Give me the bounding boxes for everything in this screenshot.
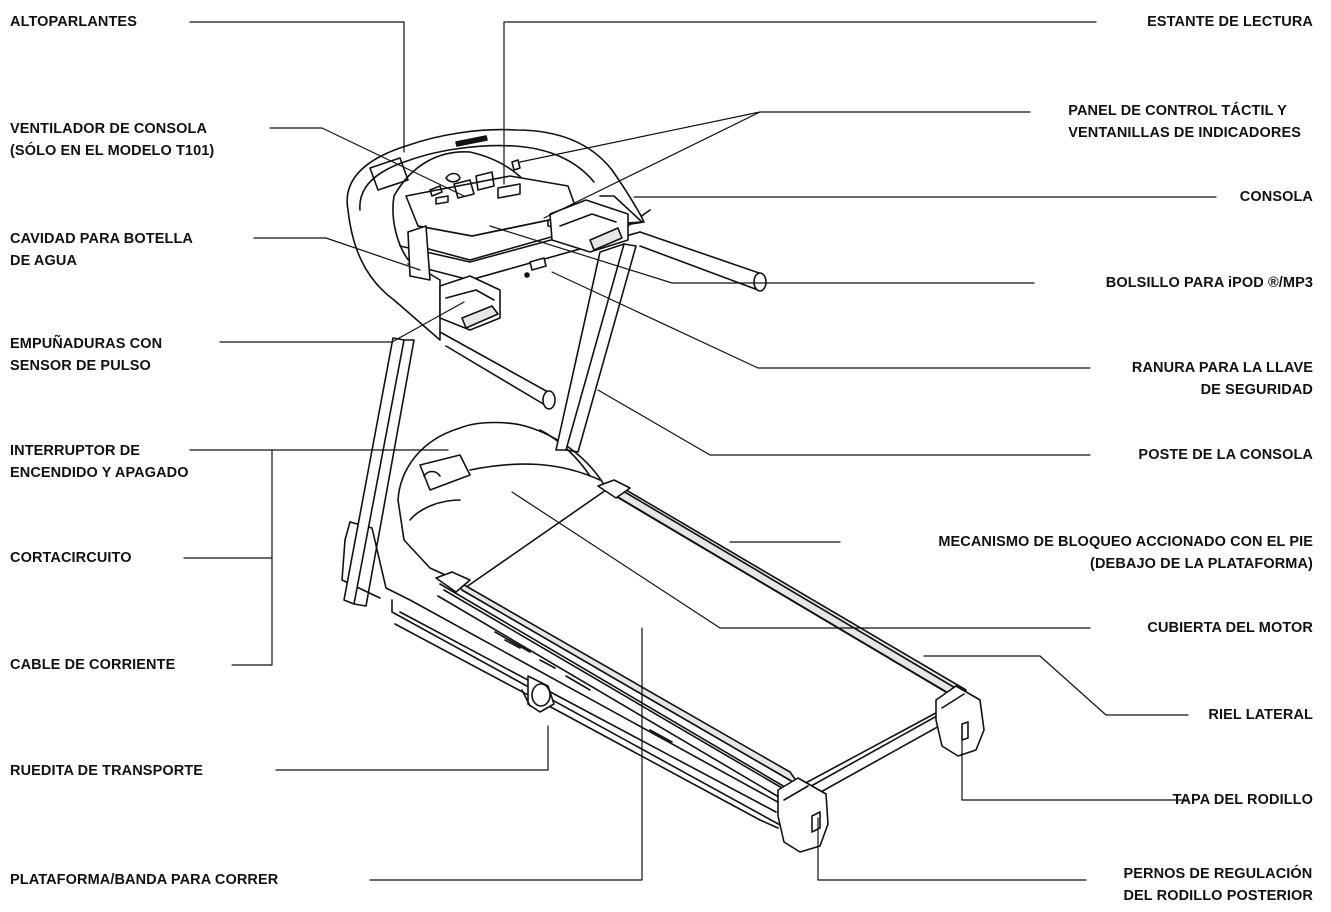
label-line: PERNOS DE REGULACIÓN <box>1123 866 1313 882</box>
label-consola: CONSOLA <box>1240 186 1313 208</box>
label-line: PANEL DE CONTROL TÁCTIL Y <box>1068 103 1287 119</box>
label-line: CONSOLA <box>1239 189 1313 205</box>
label-line: ESTANTE DE LECTURA <box>1147 14 1313 30</box>
label-ruedita-transporte: RUEDITA DE TRANSPORTE <box>10 760 203 782</box>
label-line: (SÓLO EN EL MODELO T101) <box>10 143 215 159</box>
label-plataforma-banda: PLATAFORMA/BANDA PARA CORRER <box>10 869 278 891</box>
label-line: CORTACIRCUITO <box>10 550 132 566</box>
label-poste-consola: POSTE DE LA CONSOLA <box>1138 444 1313 466</box>
label-ranura-llave: RANURA PARA LA LLAVE DE SEGURIDAD <box>1132 357 1313 401</box>
label-line: PLATAFORMA/BANDA PARA CORRER <box>10 872 279 888</box>
label-line: INTERRUPTOR DE <box>10 443 141 459</box>
label-line: CAVIDAD PARA BOTELLA <box>10 231 193 247</box>
label-tapa-rodillo: TAPA DEL RODILLO <box>1173 789 1313 811</box>
label-line: BOLSILLO PARA iPOD ®/MP3 <box>1105 275 1313 291</box>
label-line: ENCENDIDO Y APAGADO <box>10 465 189 481</box>
label-cubierta-motor: CUBIERTA DEL MOTOR <box>1147 617 1313 639</box>
label-line: VENTILADOR DE CONSOLA <box>10 121 208 137</box>
label-line: EMPUÑADURAS CON <box>10 336 163 352</box>
label-line: DE SEGURIDAD <box>1200 382 1313 398</box>
label-line: MECANISMO DE BLOQUEO ACCIONADO CON EL PI… <box>938 534 1313 550</box>
label-line: RIEL LATERAL <box>1208 707 1313 723</box>
label-line: TAPA DEL RODILLO <box>1172 792 1313 808</box>
label-riel-lateral: RIEL LATERAL <box>1208 704 1313 726</box>
label-altoparlantes: ALTOPARLANTES <box>10 11 137 33</box>
label-line: RANURA PARA LA LLAVE <box>1131 360 1313 376</box>
treadmill-deck <box>341 421 985 853</box>
label-mecanismo-bloqueo: MECANISMO DE BLOQUEO ACCIONADO CON EL PI… <box>938 531 1313 575</box>
label-line: CUBIERTA DEL MOTOR <box>1147 620 1313 636</box>
label-interruptor: INTERRUPTOR DE ENCENDIDO Y APAGADO <box>10 440 189 484</box>
label-line: DEL RODILLO POSTERIOR <box>1123 888 1313 904</box>
label-pernos-regulacion: PERNOS DE REGULACIÓN DEL RODILLO POSTERI… <box>1123 863 1313 907</box>
label-estante-de-lectura: ESTANTE DE LECTURA <box>1147 11 1313 33</box>
label-panel-de-control: PANEL DE CONTROL TÁCTIL Y VENTANILLAS DE… <box>1068 100 1301 144</box>
label-bolsillo-ipod: BOLSILLO PARA iPOD ®/MP3 <box>1106 272 1313 294</box>
label-line: VENTANILLAS DE INDICADORES <box>1068 125 1301 141</box>
label-cable-de-corriente: CABLE DE CORRIENTE <box>10 654 175 676</box>
label-line: ALTOPARLANTES <box>10 14 137 30</box>
console-assembly <box>346 128 767 410</box>
label-line: CABLE DE CORRIENTE <box>10 657 176 673</box>
label-empunaduras: EMPUÑADURAS CON SENSOR DE PULSO <box>10 333 162 377</box>
label-cavidad-botella: CAVIDAD PARA BOTELLA DE AGUA <box>10 228 193 272</box>
label-line: (DEBAJO DE LA PLATAFORMA) <box>1090 556 1313 572</box>
label-line: RUEDITA DE TRANSPORTE <box>10 763 204 779</box>
label-cortacircuito: CORTACIRCUITO <box>10 547 132 569</box>
label-ventilador-de-consola: VENTILADOR DE CONSOLA (SÓLO EN EL MODELO… <box>10 118 214 162</box>
label-line: DE AGUA <box>10 253 78 269</box>
leader-lines <box>183 21 1217 881</box>
label-line: POSTE DE LA CONSOLA <box>1138 447 1313 463</box>
label-line: SENSOR DE PULSO <box>10 358 151 374</box>
